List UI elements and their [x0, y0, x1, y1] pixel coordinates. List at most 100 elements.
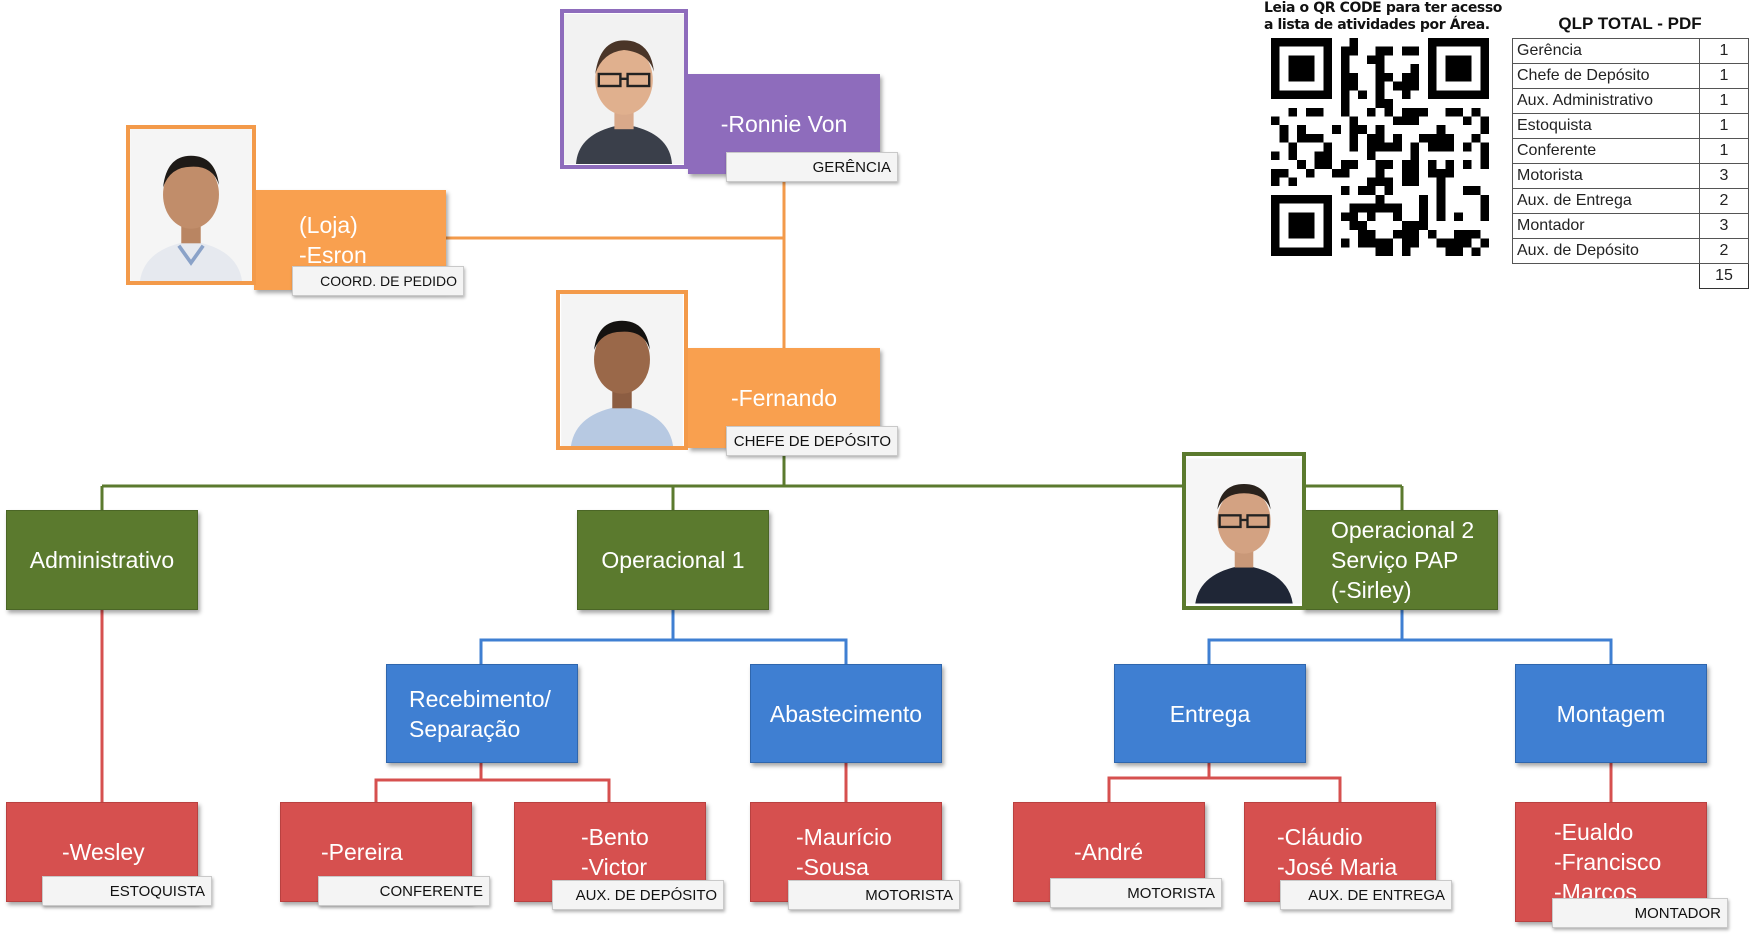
qlp-total-spacer: [1513, 264, 1700, 289]
store-role-tag: COORD. DE PEDIDO: [292, 266, 464, 296]
mauricio-role: MOTORISTA: [865, 886, 953, 904]
manager-role-tag: GERÊNCIA: [726, 152, 898, 182]
operacional2-text: Operacional 2 Serviço PAP (-Sirley): [1331, 515, 1474, 605]
montagem-box: Montagem: [1515, 664, 1707, 763]
qlp-row-value: 1: [1699, 113, 1749, 139]
operacional2-photo: [1182, 452, 1306, 610]
andre-role-tag: MOTORISTA: [1050, 878, 1222, 908]
store-photo: [126, 125, 256, 285]
mauricio-text: -Maurício -Sousa: [796, 822, 892, 882]
qlp-row-value: 1: [1699, 138, 1749, 164]
pereira-name: -Pereira: [321, 839, 403, 865]
wesley-role-tag: ESTOQUISTA: [42, 876, 212, 906]
operacional2-line1: Operacional 2: [1331, 517, 1475, 543]
operacional1-box: Operacional 1: [577, 510, 769, 610]
pereira-role-tag: CONFERENTE: [318, 876, 490, 906]
claudio-role: AUX. DE ENTREGA: [1308, 886, 1445, 904]
bento-line2: -Victor: [581, 854, 648, 880]
qlp-row-label: Motorista: [1512, 163, 1700, 189]
person-photo-icon: [564, 14, 684, 164]
montadores-role-tag: MONTADOR: [1552, 898, 1728, 928]
qlp-row-value: 1: [1699, 88, 1749, 114]
montagem-label: Montagem: [1556, 700, 1666, 727]
store-role: COORD. DE PEDIDO: [320, 273, 457, 289]
manager-name: -Ronnie Von: [720, 111, 848, 137]
qlp-row-label: Estoquista: [1512, 113, 1700, 139]
qlp-row-label: Aux. de Entrega: [1512, 188, 1700, 214]
mauricio-line2: -Sousa: [796, 854, 869, 880]
wesley-name: -Wesley: [62, 839, 145, 865]
claudio-line1: -Cláudio: [1277, 824, 1363, 850]
bento-role: AUX. DE DEPÓSITO: [575, 886, 717, 904]
qlp-row-value: 3: [1699, 163, 1749, 189]
manager-box: -Ronnie Von: [688, 74, 880, 174]
operacional2-line2: Serviço PAP: [1331, 547, 1459, 573]
qlp-row-label: Aux. Administrativo: [1512, 88, 1700, 114]
operacional2-line3: (-Sirley): [1331, 577, 1412, 603]
wesley-role: ESTOQUISTA: [109, 882, 205, 900]
montadores-line2: -Francisco: [1554, 849, 1662, 875]
qlp-row-label: Gerência: [1512, 38, 1700, 64]
qlp-row-value: 1: [1699, 38, 1749, 64]
recebimento-text: Recebimento/ Separação: [409, 684, 551, 744]
manager-photo: [560, 9, 688, 169]
qlp-row-label: Chefe de Depósito: [1512, 63, 1700, 89]
store-text: (Loja) -Esron: [299, 210, 367, 270]
qlp-row-value: 2: [1699, 188, 1749, 214]
qlp-row-value: 1: [1699, 63, 1749, 89]
qlp-row-label: Conferente: [1512, 138, 1700, 164]
mauricio-line1: -Maurício: [796, 824, 892, 850]
bento-role-tag: AUX. DE DEPÓSITO: [552, 880, 724, 910]
line-entrega-children: [1107, 776, 1342, 802]
bento-text: -Bento -Victor: [581, 822, 649, 882]
store-line2: -Esron: [299, 242, 367, 268]
montadores-role: MONTADOR: [1634, 904, 1721, 922]
qlp-total-value: 15: [1699, 263, 1749, 289]
abastecimento-label: Abastecimento: [769, 700, 923, 727]
operacional1-label: Operacional 1: [601, 547, 745, 573]
qlp-total-row: 15: [1513, 263, 1749, 289]
person-photo-icon: [1186, 458, 1302, 604]
qlp-row-value: 2: [1699, 238, 1749, 264]
person-photo-icon: [561, 294, 683, 446]
entrega-box: Entrega: [1114, 664, 1306, 763]
chief-photo: [556, 290, 688, 450]
line-rec-children: [374, 778, 611, 802]
recebimento-line1: Recebimento/: [409, 685, 551, 712]
claudio-line2: -José Maria: [1277, 854, 1398, 880]
bento-line1: -Bento: [581, 824, 649, 850]
line-op2-children: [1207, 638, 1613, 664]
mauricio-role-tag: MOTORISTA: [788, 880, 960, 910]
qlp-row-label: Montador: [1512, 213, 1700, 239]
entrega-label: Entrega: [1169, 700, 1251, 727]
qr-code-icon[interactable]: [1262, 38, 1498, 256]
claudio-text: -Cláudio -José Maria: [1277, 822, 1397, 882]
chief-name: -Fernando: [730, 385, 838, 411]
andre-name: -André: [1074, 839, 1144, 865]
chief-role: CHEFE DE DEPÓSITO: [733, 432, 891, 450]
operacional2-box: Operacional 2 Serviço PAP (-Sirley): [1302, 510, 1498, 610]
montadores-text: -Eualdo -Francisco -Marcos: [1554, 817, 1661, 907]
qr-note: Leia o QR CODE para ter acesso a lista d…: [1264, 0, 1503, 33]
recebimento-line2: Separação: [409, 715, 521, 742]
pereira-role: CONFERENTE: [379, 882, 483, 900]
administrativo-box: Administrativo: [6, 510, 198, 610]
andre-role: MOTORISTA: [1127, 884, 1215, 902]
line-op1-children: [479, 638, 848, 664]
montadores-line1: -Eualdo: [1554, 819, 1634, 845]
person-photo-icon: [130, 129, 252, 281]
manager-role: GERÊNCIA: [812, 158, 891, 176]
administrativo-label: Administrativo: [29, 547, 175, 573]
qlp-title: QLP TOTAL - PDF: [1558, 14, 1702, 33]
